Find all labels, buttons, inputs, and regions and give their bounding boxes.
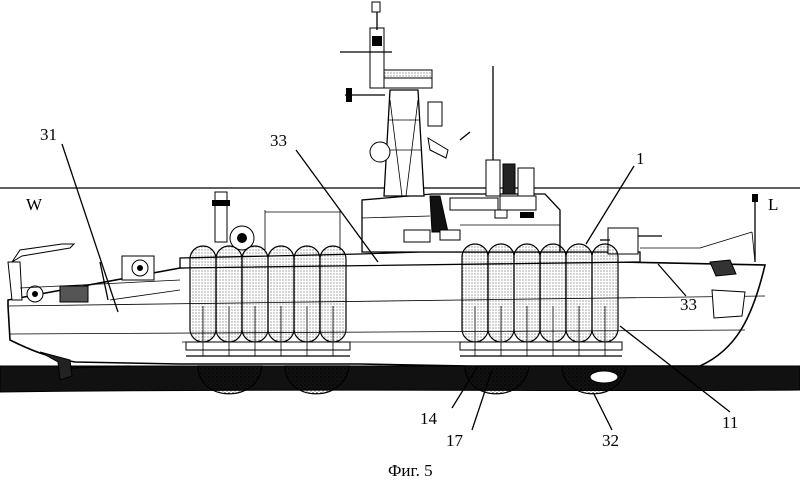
main-mast [340,1,471,197]
label-14: 14 [420,409,438,428]
bow-hatch [711,289,746,319]
label-31: 31 [40,125,57,144]
forward-antenna [485,66,535,197]
aft-deck-equipment [7,243,181,303]
ground-surface [0,365,800,393]
fender-group-aft [185,245,351,357]
cushion-bags [197,365,627,395]
label-33-top: 33 [270,131,287,150]
stern-propeller [39,351,131,381]
figure-caption: Фиг. 5 [388,461,433,480]
label-1: 1 [636,149,645,168]
label-33-right: 33 [680,295,697,314]
label-w: W [26,195,43,214]
label-l: L [768,195,778,214]
label-32: 32 [602,431,619,450]
leader-lines [61,143,731,431]
fender-group-forward [459,243,623,357]
forward-gun-mount [600,194,758,277]
label-11: 11 [722,413,738,432]
bridge-superstructure [361,193,561,253]
aft-mast [212,191,341,251]
label-17: 17 [446,431,464,450]
